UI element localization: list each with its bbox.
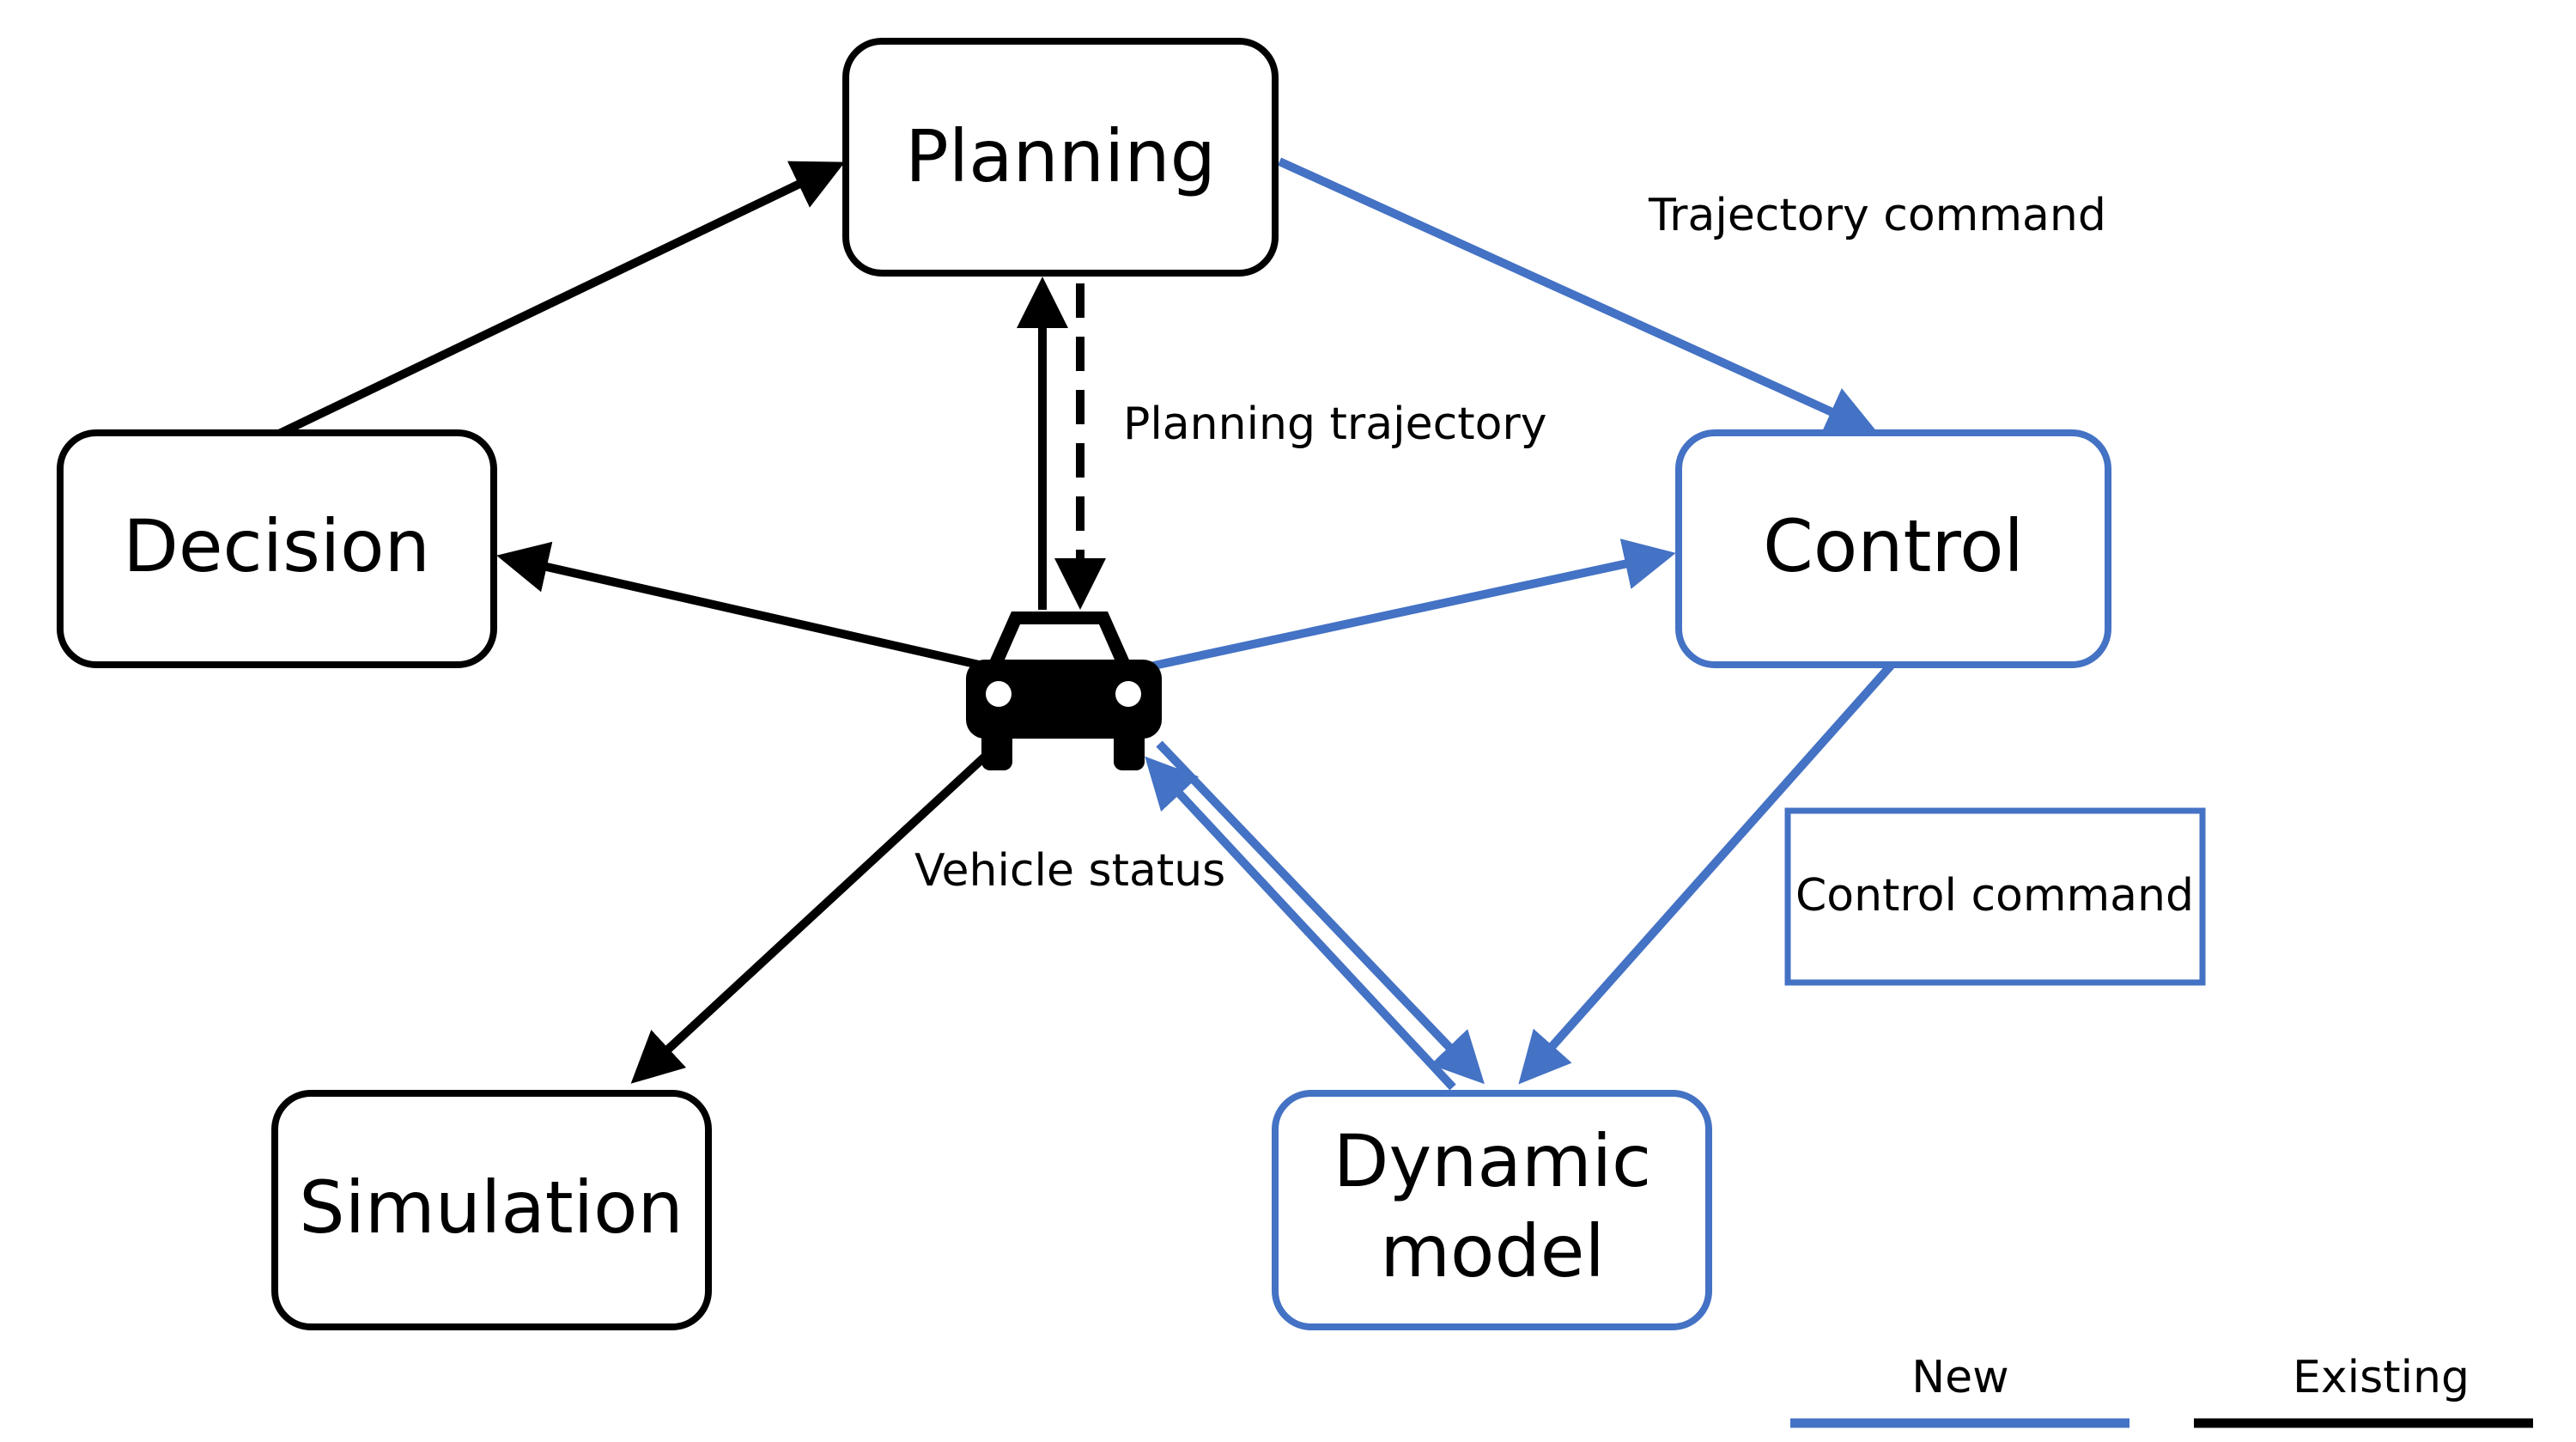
node-decision: Decision	[57, 429, 497, 668]
node-planning: Planning	[842, 38, 1279, 277]
trajectory-command-label: Trajectory command	[1648, 190, 2106, 241]
decision-label: Decision	[123, 504, 430, 588]
edge-vehicle-to-dynamic-model	[1156, 740, 1485, 1085]
edge-decision-to-planning	[276, 161, 846, 438]
dynamic-model-label-line2: model	[1380, 1209, 1605, 1293]
legend-existing-label: Existing	[2293, 1352, 2470, 1403]
dynamic-model-label-line1: Dynamic	[1334, 1119, 1651, 1203]
control-label: Control	[1763, 504, 2024, 588]
planning-label: Planning	[905, 114, 1216, 198]
legend-new-label: New	[1911, 1352, 2008, 1403]
node-simulation: Simulation	[271, 1090, 712, 1330]
edge-control-to-dynamic-model	[1518, 662, 1894, 1085]
planning-trajectory-label: Planning trajectory	[1123, 399, 1547, 450]
legend: New Existing	[1790, 1352, 2533, 1428]
edge-planning-to-control	[1277, 157, 1879, 435]
edge-vehicle-to-simulation	[630, 752, 989, 1084]
node-control: Control	[1675, 429, 2111, 668]
car-icon	[966, 611, 1162, 770]
control-command-label: Control command	[1795, 870, 2194, 922]
control-command-box: Control command	[1784, 807, 2206, 986]
edge-vehicle-to-control	[1140, 538, 1676, 672]
node-dynamic-model: Dynamic model	[1272, 1090, 1712, 1330]
edge-dynamic-model-to-vehicle	[1145, 756, 1456, 1091]
vehicle-status-label: Vehicle status	[914, 845, 1225, 897]
simulation-label: Simulation	[299, 1165, 683, 1250]
edge-vehicle-to-decision	[496, 541, 981, 669]
